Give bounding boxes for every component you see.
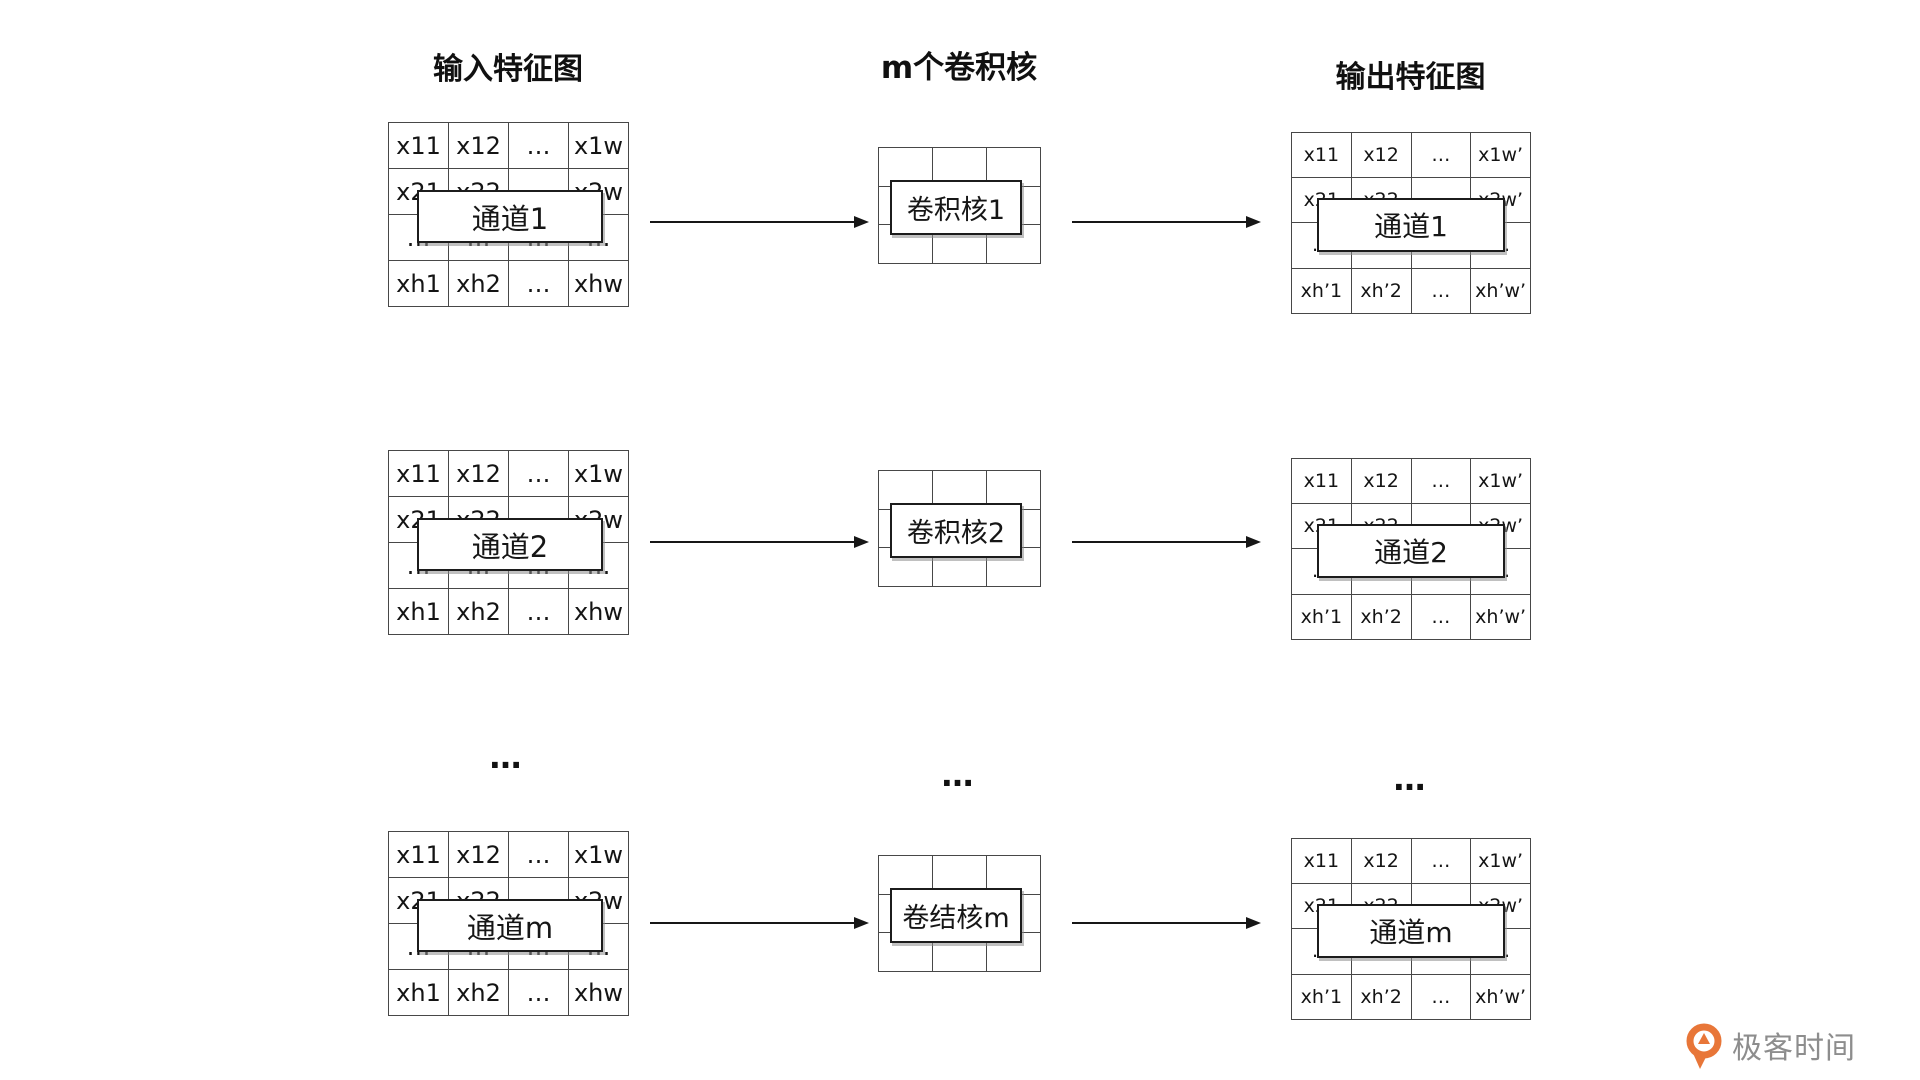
grid-cell: … (1410, 131, 1472, 179)
grid-cell: xh’2 (1350, 593, 1412, 640)
grid-cell: x12 (448, 122, 509, 169)
continuation-ellipsis: … (941, 756, 977, 794)
grid-cell (986, 470, 1041, 510)
grid-cell: xh’w’ (1470, 593, 1531, 640)
grid-cell (986, 855, 1041, 895)
output-channel-label-box: 通道2 (1317, 524, 1505, 578)
flow-arrow-icon (650, 536, 869, 548)
grid-cell (878, 855, 933, 895)
grid-cell: x1w’ (1470, 131, 1531, 179)
grid-cell: … (508, 122, 569, 169)
grid-cell: x12 (1350, 131, 1412, 179)
grid-cell: … (1410, 837, 1472, 885)
grid-cell: x11 (1291, 457, 1352, 505)
grid-cell (878, 147, 933, 187)
grid-cell: x12 (1350, 837, 1412, 885)
grid-cell: xhw (568, 588, 629, 635)
grid-cell: x1w (568, 831, 629, 878)
grid-cell: x11 (1291, 131, 1352, 179)
grid-cell: … (508, 260, 569, 307)
channel-label-box: 通道2 (417, 518, 603, 571)
grid-row (878, 470, 1041, 510)
grid-row (878, 147, 1041, 187)
geektime-logo: 极客时间 (1681, 1020, 1856, 1070)
continuation-ellipsis: … (489, 738, 525, 776)
grid-cell: xhw (568, 969, 629, 1016)
grid-cell: xh’1 (1291, 973, 1352, 1020)
flow-arrow-icon (1072, 536, 1261, 548)
column-header-input-feature-map: 输入特征图 (433, 52, 583, 87)
grid-row (878, 855, 1041, 895)
grid-cell: … (1410, 267, 1472, 314)
flow-arrow-icon (650, 216, 869, 228)
grid-cell: xh2 (448, 260, 509, 307)
grid-cell: xh’w’ (1470, 973, 1531, 1020)
grid-cell: x1w’ (1470, 837, 1531, 885)
grid-cell: x1w (568, 122, 629, 169)
output-channel-label-box: 通道m (1317, 904, 1505, 958)
channel-label-box: 通道m (417, 899, 603, 952)
grid-cell: xh’2 (1350, 267, 1412, 314)
grid-cell (932, 147, 987, 187)
column-header-output-feature-map: 输出特征图 (1335, 60, 1486, 95)
grid-cell: … (1410, 973, 1472, 1020)
grid-cell: xh2 (448, 588, 509, 635)
grid-cell: x12 (448, 450, 509, 497)
grid-cell: xh’1 (1291, 593, 1352, 640)
grid-cell: xh1 (388, 969, 449, 1016)
flow-arrow-icon (1072, 917, 1261, 929)
grid-cell: x11 (388, 122, 449, 169)
grid-cell: … (508, 831, 569, 878)
grid-cell: … (508, 450, 569, 497)
geektime-logo-text: 极客时间 (1732, 1031, 1856, 1066)
kernel-label-box: 卷积核2 (890, 503, 1022, 558)
grid-cell: xh’w’ (1470, 267, 1531, 314)
grid-cell: xh1 (388, 588, 449, 635)
grid-cell: xh1 (388, 260, 449, 307)
grid-cell: x11 (388, 831, 449, 878)
flow-arrow-icon (1072, 216, 1261, 228)
grid-cell (932, 855, 987, 895)
channel-label-box: 通道1 (417, 190, 603, 243)
geektime-logo-icon (1681, 1020, 1725, 1070)
grid-cell: xh2 (448, 969, 509, 1016)
grid-cell: xh’1 (1291, 267, 1352, 314)
grid-cell: x1w’ (1470, 457, 1531, 505)
grid-cell: x11 (388, 450, 449, 497)
output-channel-label-box: 通道1 (1317, 198, 1505, 252)
grid-cell: … (1410, 457, 1472, 505)
grid-cell: x1w (568, 450, 629, 497)
grid-cell: xh’2 (1350, 973, 1412, 1020)
continuation-ellipsis: … (1393, 760, 1429, 798)
grid-cell: x12 (448, 831, 509, 878)
kernel-label-box: 卷结核m (890, 888, 1022, 943)
column-header-kernels: m个卷积核 (880, 50, 1038, 86)
flow-arrow-icon (650, 917, 869, 929)
grid-cell: xhw (568, 260, 629, 307)
grid-cell: … (508, 588, 569, 635)
grid-cell: x11 (1291, 837, 1352, 885)
grid-cell: x12 (1350, 457, 1412, 505)
kernel-label-box: 卷积核1 (890, 180, 1022, 235)
grid-cell: … (508, 969, 569, 1016)
grid-cell: … (1410, 593, 1472, 640)
